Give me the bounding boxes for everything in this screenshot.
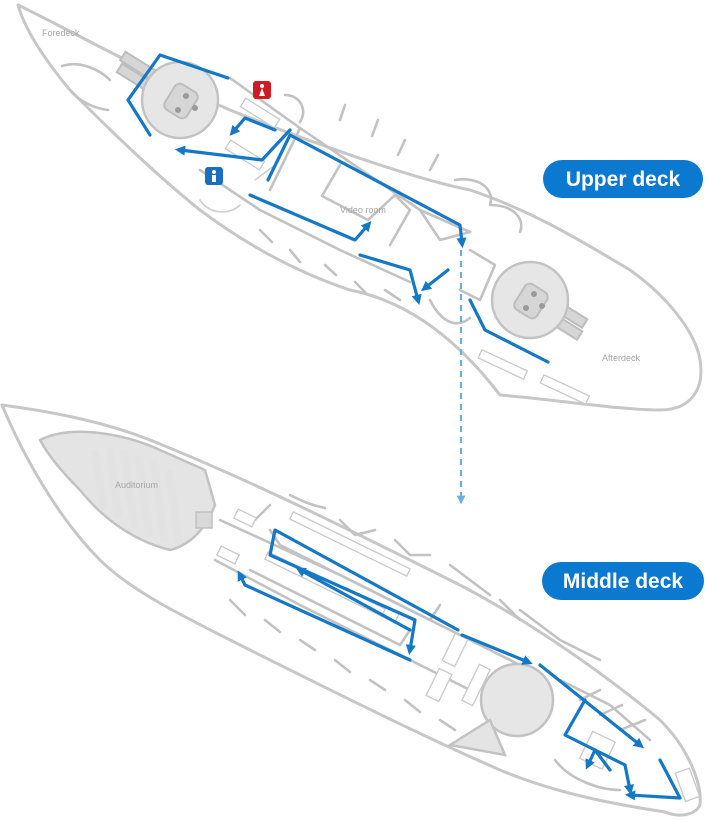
restroom-female-icon: [253, 81, 271, 99]
upper-deck-plan: Foredeck Video room Afterdeck: [16, 3, 703, 412]
upper-route-aft-entry: [420, 268, 450, 292]
engine-room-circle: [479, 662, 555, 738]
middle-route-main-corridor: [268, 528, 460, 656]
restroom-male-icon: [205, 167, 223, 185]
upper-route-port-side: [358, 253, 422, 305]
middle-deck-route: [237, 528, 682, 801]
upper-deck-stairs: [224, 97, 591, 405]
middle-route-aft-inner: [585, 748, 612, 772]
auditorium-label: Auditorium: [115, 480, 158, 490]
upper-deck-title: Upper deck: [566, 168, 681, 191]
upper-deck-route: [126, 53, 550, 364]
video-room-label: Video room: [340, 205, 386, 215]
middle-deck-title: Middle deck: [563, 570, 684, 593]
auditorium-seating: [90, 447, 213, 545]
middle-deck-pill[interactable]: Middle deck: [542, 562, 704, 600]
upper-route-restroom: [229, 116, 277, 136]
upper-route-main-corridor: [266, 133, 467, 249]
middle-route-inner-loop: [295, 567, 412, 632]
aft-shaded-area: [446, 718, 508, 757]
aft-gun-turret: [490, 260, 589, 342]
middle-route-lower-corridor: [237, 570, 412, 662]
afterdeck-label: Afterdeck: [602, 353, 641, 363]
middle-route-aft-loop: [538, 663, 644, 749]
middle-route-aft-return: [624, 758, 682, 801]
upper-route-afterdeck: [468, 298, 550, 364]
upper-deck-walls: [60, 62, 523, 325]
upper-route-to-foredeck: [174, 128, 292, 162]
middle-route-to-aft: [460, 633, 533, 665]
middle-deck-plan: Auditorium: [0, 403, 702, 817]
upper-route-foredeck-loop: [126, 53, 230, 137]
upper-route-video-room: [248, 193, 372, 242]
upper-deck-pill[interactable]: Upper deck: [543, 160, 703, 198]
foredeck-label: Foredeck: [42, 28, 80, 38]
